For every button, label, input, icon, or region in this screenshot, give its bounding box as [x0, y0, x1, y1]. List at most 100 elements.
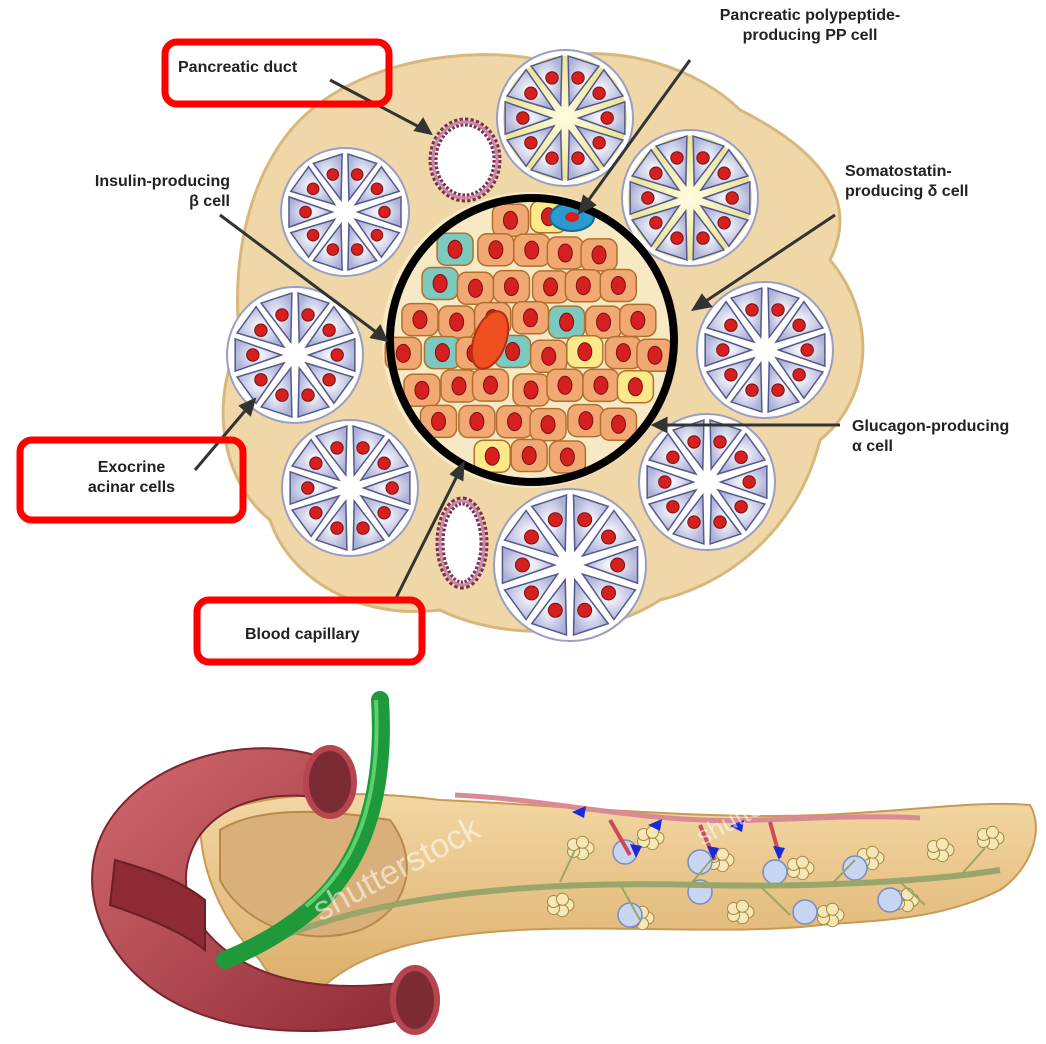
pancreatic-islet: [763, 860, 787, 884]
acinar-nucleus: [578, 603, 592, 617]
pancreatic-islet: [878, 888, 902, 912]
acinar-nucleus: [735, 451, 747, 463]
acinar-nucleus: [517, 112, 529, 124]
acinar-nucleus: [717, 344, 729, 356]
islet-nucleus: [506, 343, 520, 361]
label-acinar-cells-line2: acinar cells: [30, 478, 233, 498]
acinar-nucleus: [357, 522, 369, 534]
islet-nucleus: [628, 378, 642, 396]
islet-nucleus: [611, 276, 625, 294]
acinar-nucleus: [524, 530, 538, 544]
islet-nucleus: [485, 447, 499, 465]
acinar-nucleus: [247, 349, 259, 361]
islet-nucleus: [544, 278, 558, 296]
acinar-nucleus: [726, 192, 738, 204]
acinar-nucleus: [671, 152, 683, 164]
islet-nucleus: [579, 412, 593, 430]
acinar-nucleus: [793, 319, 805, 331]
acinar-nucleus: [671, 232, 683, 244]
acinar-nucleus: [546, 152, 558, 164]
acinar-nucleus: [650, 167, 662, 179]
acinar-nucleus: [371, 229, 383, 241]
duodenum-upper-opening: [306, 748, 354, 816]
acinar-nucleus: [351, 244, 363, 256]
acinar-nucleus: [255, 374, 267, 386]
acinar-nucleus: [357, 442, 369, 454]
acinar-nucleus: [714, 516, 726, 528]
acinar-nucleus: [611, 558, 625, 572]
acinar-nucleus: [697, 152, 709, 164]
acinar-nucleus: [525, 87, 537, 99]
acinar-nucleus: [572, 72, 584, 84]
pancreas-organ-section: [92, 700, 1036, 1032]
label-pp-cell-line1: Pancreatic polypeptide-: [660, 6, 960, 26]
islet-nucleus: [508, 413, 522, 431]
islet-nucleus: [468, 279, 482, 297]
islet-nucleus: [503, 211, 517, 229]
acinar-nucleus: [300, 206, 312, 218]
label-alpha-cell: Glucagon-producing α cell: [852, 417, 1009, 457]
islet-section: [20, 42, 863, 662]
blood-capillary-ring: [440, 501, 484, 585]
acinar-nucleus: [331, 522, 343, 534]
islet-nucleus: [523, 309, 537, 327]
label-delta-cell-line2: producing δ cell: [845, 182, 969, 202]
label-acinar-cells-line1: Exocrine: [30, 458, 233, 478]
acinar-nucleus: [601, 112, 613, 124]
islet-nucleus: [597, 313, 611, 331]
pancreatic-islet: [793, 900, 817, 924]
acinus: [697, 282, 833, 418]
islet-nucleus: [558, 376, 572, 394]
acinar-nucleus: [650, 217, 662, 229]
acinar-nucleus: [593, 137, 605, 149]
islet-nucleus: [415, 381, 429, 399]
islet-nucleus: [525, 241, 539, 259]
islet-nucleus: [560, 448, 574, 466]
islet-nucleus: [470, 412, 484, 430]
islet-nucleus: [631, 311, 645, 329]
acinar-nucleus: [524, 586, 538, 600]
islet-nucleus: [616, 344, 630, 362]
label-alpha-cell-line2: α cell: [852, 437, 1009, 457]
label-beta-cell-line1: Insulin-producing: [30, 172, 230, 192]
label-alpha-cell-line1: Glucagon-producing: [852, 417, 1009, 437]
acinar-nucleus: [548, 603, 562, 617]
label-pp-cell-line2: producing PP cell: [660, 26, 960, 46]
acinar-nucleus: [327, 169, 339, 181]
acinar-nucleus: [302, 309, 314, 321]
acinar-nucleus: [725, 319, 737, 331]
pancreatic-islet: [618, 903, 642, 927]
islet-nucleus: [432, 412, 446, 430]
acinar-nucleus: [718, 167, 730, 179]
acinar-nucleus: [276, 389, 288, 401]
acinar-nucleus: [331, 442, 343, 454]
label-delta-cell: Somatostatin- producing δ cell: [845, 162, 969, 202]
label-beta-cell: Insulin-producing β cell: [30, 172, 230, 212]
pancreatic-duct-ring: [433, 122, 497, 198]
islet-nucleus: [489, 241, 503, 259]
acinar-nucleus: [793, 369, 805, 381]
acinar-nucleus: [602, 530, 616, 544]
acinar-nucleus: [548, 513, 562, 527]
acinar-nucleus: [310, 507, 322, 519]
acinar-nucleus: [746, 304, 758, 316]
islet-nucleus: [576, 277, 590, 295]
islet-nucleus: [435, 344, 449, 362]
acinar-nucleus: [572, 152, 584, 164]
islet-nucleus: [558, 244, 572, 262]
acinus: [282, 420, 418, 556]
acinar-nucleus: [386, 482, 398, 494]
acinar-nucleus: [310, 457, 322, 469]
acinar-nucleus: [378, 457, 390, 469]
acinar-nucleus: [546, 72, 558, 84]
acinar-nucleus: [735, 501, 747, 513]
acinar-nucleus: [379, 206, 391, 218]
acinar-nucleus: [323, 374, 335, 386]
islet-of-langerhans: [382, 192, 678, 488]
islet-nucleus: [524, 381, 538, 399]
acinar-nucleus: [331, 349, 343, 361]
acinar-nucleus: [659, 476, 671, 488]
islet-nucleus: [592, 246, 606, 264]
label-pancreatic-duct: Pancreatic duct: [178, 58, 297, 78]
